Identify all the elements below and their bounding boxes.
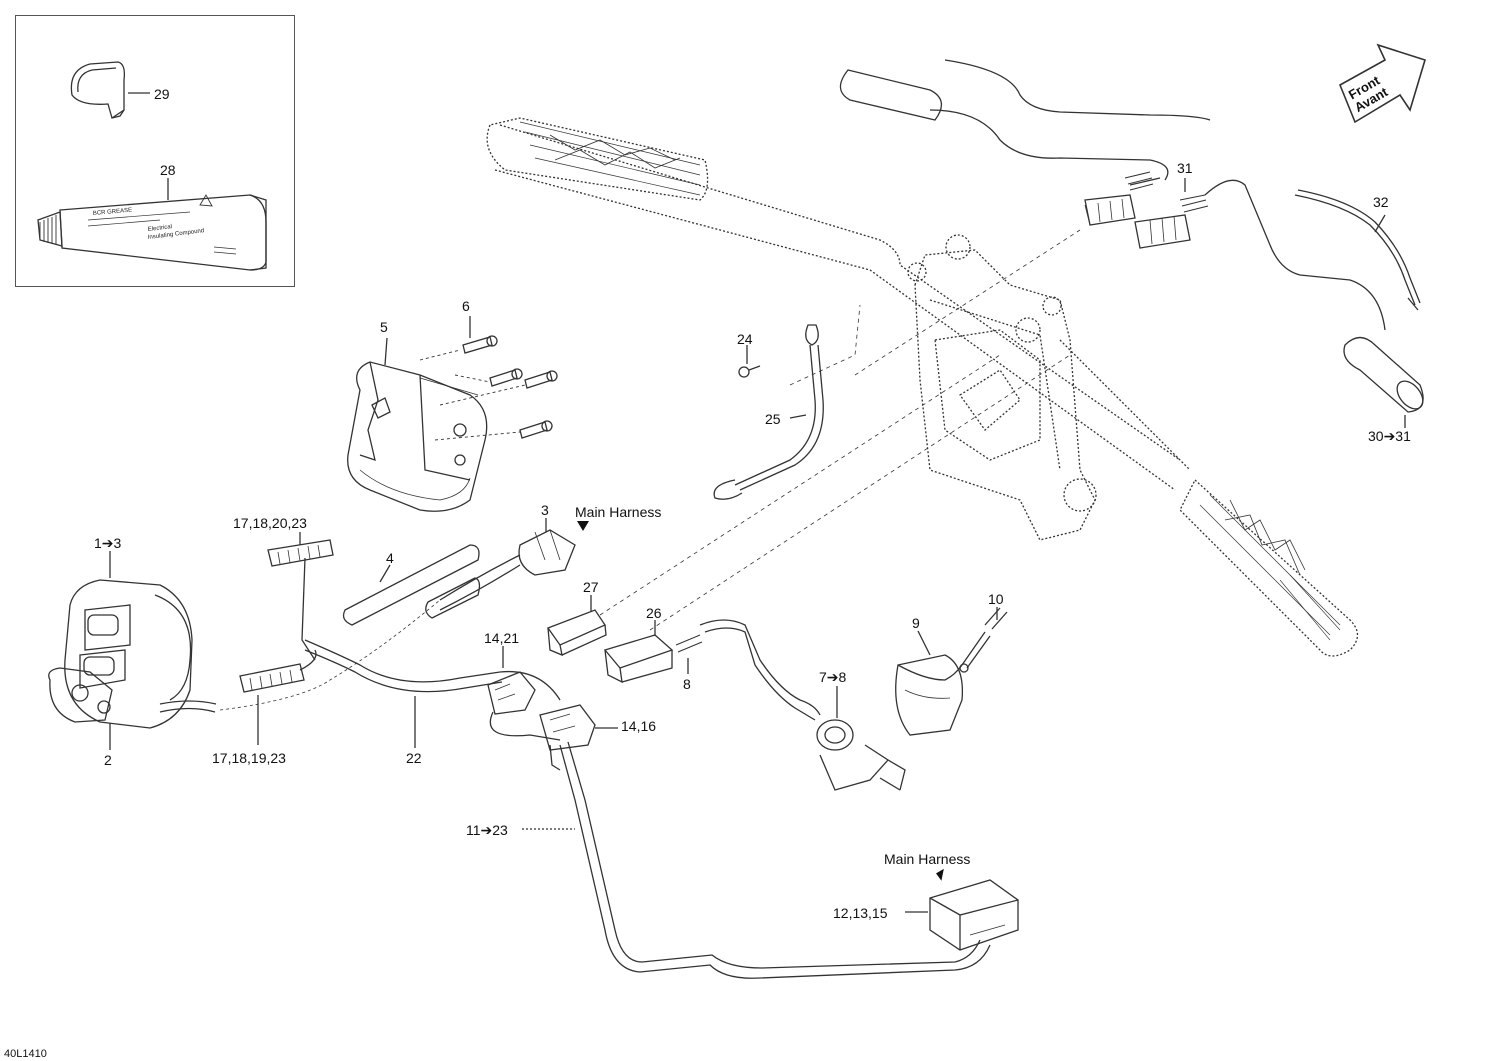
- tube-text-line1: Electrical: [148, 224, 173, 233]
- callout-17-18-20-23: 17,18,20,23: [233, 515, 307, 531]
- callout-6: 6: [462, 298, 470, 314]
- connector-31-pair: [1084, 171, 1386, 331]
- handlebar-riser: [907, 234, 1097, 541]
- callout-14-16: 14,16: [621, 718, 657, 734]
- callout-30-31: 30➔31: [1368, 428, 1411, 444]
- callout-11-23: 11➔23: [466, 822, 508, 838]
- left-grip: [486, 117, 709, 201]
- callout-12-13-15: 12,13,15: [833, 905, 888, 921]
- part-6-screws: [419, 335, 558, 441]
- leader-9: [917, 630, 931, 656]
- part-17-connector-top: [267, 539, 334, 661]
- leader-32: [1374, 214, 1386, 233]
- ground-dashed-routing: [789, 229, 1081, 386]
- main-harness-arrow-down: [577, 521, 589, 531]
- right-grip: [1179, 478, 1359, 657]
- callout-27: 27: [583, 579, 599, 595]
- switch-dashed-routing: [219, 599, 441, 711]
- callout-3: 3: [541, 502, 549, 518]
- tube-brand-text: BCR GREASE: [93, 208, 133, 217]
- handlebar: [494, 124, 1191, 491]
- part-24-screw: [738, 365, 761, 378]
- part-5-housing: [347, 361, 488, 512]
- callout-7-8: 7➔8: [819, 669, 847, 685]
- leader-4: [379, 564, 391, 583]
- leader-5: [384, 337, 388, 366]
- callout-10: 10: [988, 591, 1004, 607]
- part-9-cap: [895, 654, 964, 736]
- part-12-13-15-module: [929, 879, 1019, 951]
- callout-28: 28: [160, 162, 176, 178]
- callout-25: 25: [765, 411, 781, 427]
- main-harness-label-bottom: Main Harness: [884, 851, 971, 867]
- callout-14-21: 14,21: [484, 630, 520, 646]
- part-10-pin: [959, 607, 1008, 673]
- part-26-connector: [603, 634, 703, 684]
- callout-24: 24: [737, 331, 753, 347]
- part-27-connector: [546, 609, 607, 657]
- connector-dashed-routing: [599, 354, 1071, 631]
- callout-31: 31: [1177, 160, 1193, 176]
- part-32-hose: [1294, 189, 1421, 311]
- right-heater-cable: [839, 59, 1211, 186]
- part-29-cap: [70, 61, 126, 120]
- part-25-ground-cable: [713, 324, 824, 500]
- part-17-connector-bottom: [239, 649, 317, 693]
- part-1-3-switch-housing: [48, 579, 217, 729]
- part-22-harness: [304, 639, 561, 701]
- callout-29: 29: [154, 86, 170, 102]
- callout-22: 22: [406, 750, 422, 766]
- part-28-grease-tube: [37, 194, 267, 271]
- main-harness-label-top: Main Harness: [575, 504, 662, 520]
- callout-1-3: 1➔3: [94, 535, 122, 551]
- part-4-sleeve: [342, 544, 481, 626]
- figure-code: 40L1410: [4, 1048, 47, 1060]
- part-7-8-switch: [699, 619, 906, 791]
- part-14-21-connector: [487, 671, 561, 741]
- part-3-connector: [439, 529, 576, 611]
- callout-5: 5: [380, 319, 388, 335]
- part-30-31-sleeve: [1343, 336, 1424, 413]
- callout-17-18-19-23: 17,18,19,23: [212, 750, 286, 766]
- accessories-inset-box: [15, 15, 295, 287]
- leader-25: [789, 414, 807, 419]
- front-direction-arrow: [1338, 43, 1426, 124]
- part-11-23-harness: [559, 741, 991, 979]
- callout-2: 2: [104, 752, 112, 768]
- callout-8: 8: [683, 676, 691, 692]
- callout-32: 32: [1373, 194, 1389, 210]
- callout-26: 26: [646, 605, 662, 621]
- callout-4: 4: [386, 550, 394, 566]
- part-14-16-connector: [539, 704, 596, 771]
- main-harness-arrow-up: [936, 868, 944, 881]
- callout-9: 9: [912, 615, 920, 631]
